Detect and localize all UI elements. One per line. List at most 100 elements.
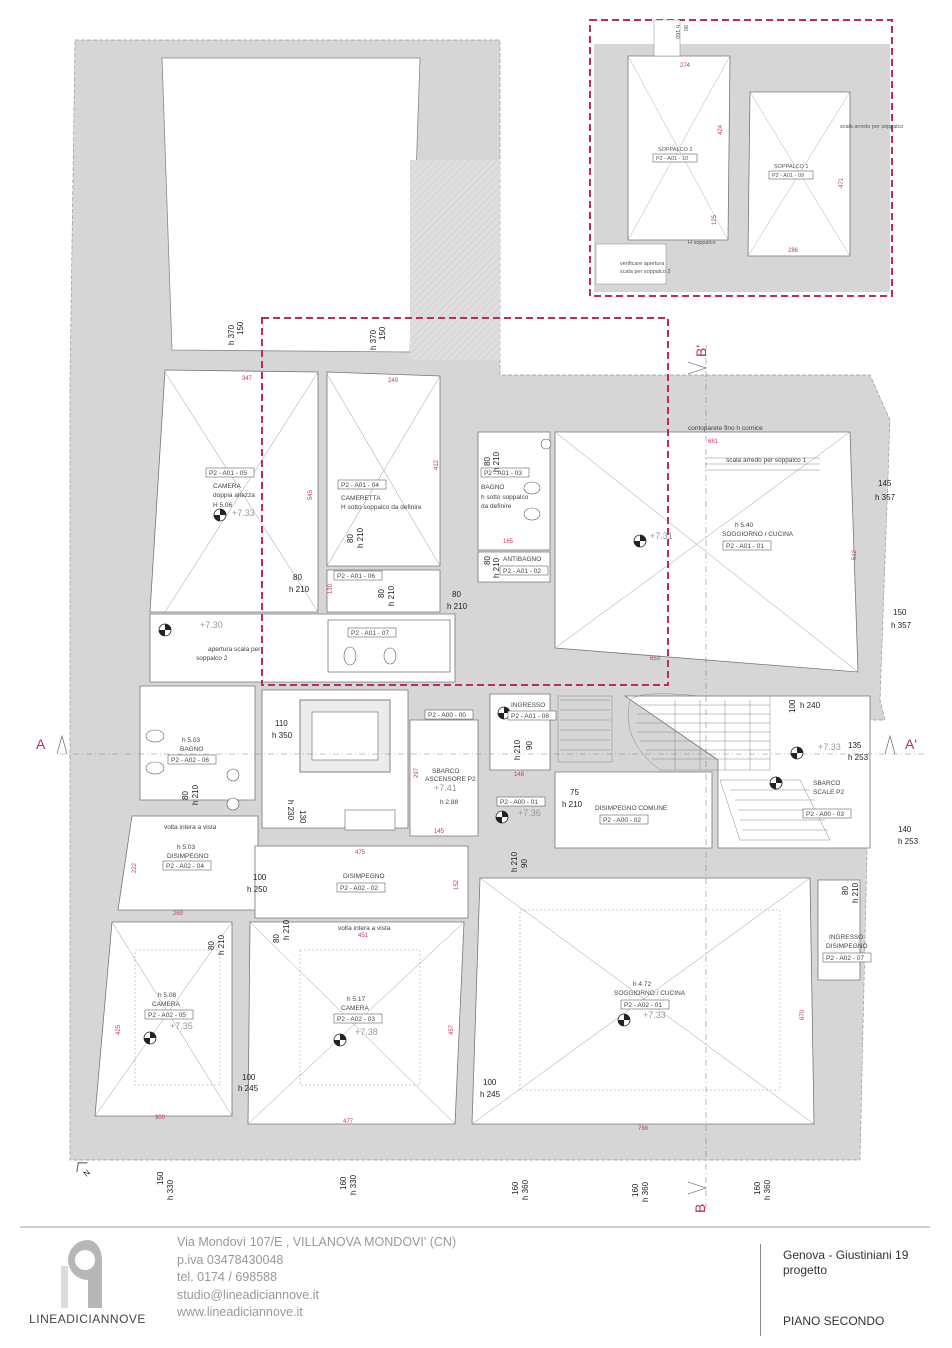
- svg-text:160: 160: [339, 1176, 348, 1190]
- svg-text:scala per soppalco 2: scala per soppalco 2: [620, 269, 670, 275]
- svg-text:contoparete fino h cornice: contoparete fino h cornice: [688, 425, 763, 432]
- svg-text:H soppalco: H soppalco: [688, 240, 716, 246]
- svg-text:150: 150: [378, 326, 387, 340]
- label-soggiorno-a01: h 5.40 SOGGIORNO / CUCINA P2 - A01 - 01 …: [650, 522, 794, 551]
- svg-text:P2 - A01 - 06: P2 - A01 - 06: [337, 573, 375, 580]
- svg-text:soppalco 2: soppalco 2: [196, 655, 228, 662]
- svg-text:100: 100: [242, 1073, 256, 1082]
- svg-text:P2 - A01 - 09: P2 - A01 - 09: [772, 173, 804, 179]
- svg-text:+7.38: +7.38: [355, 1027, 378, 1037]
- dim-145: 145: [434, 829, 445, 835]
- phone-text: tel. 0174 / 698588: [177, 1270, 278, 1284]
- section-b-marker: B: [692, 1204, 708, 1213]
- svg-text:P2 - A02 - 03: P2 - A02 - 03: [337, 1016, 375, 1023]
- svg-text:110: 110: [275, 719, 288, 728]
- svg-text:P2 - A02 - 01: P2 - A02 - 01: [624, 1002, 662, 1009]
- svg-text:DISIMPEGNO: DISIMPEGNO: [826, 943, 868, 950]
- svg-text:80: 80: [841, 886, 850, 895]
- svg-text:P2 - A01 - 02: P2 - A01 - 02: [503, 568, 541, 575]
- svg-text:P2 - A01 - 10: P2 - A01 - 10: [656, 156, 688, 162]
- svg-text:h 230: h 230: [286, 800, 295, 821]
- svg-text:h 240: h 240: [800, 701, 821, 710]
- label-disimpegno-a02-04: h 5.03 DISIMPEGNO P2 - A02 - 04: [162, 844, 212, 871]
- svg-text:ASCENSORE P2: ASCENSORE P2: [425, 776, 476, 783]
- dim-768: 768: [638, 1126, 649, 1132]
- section-markers: A A' B' B: [36, 345, 917, 1213]
- svg-text:P2 - A02 - 05: P2 - A02 - 05: [148, 1012, 186, 1019]
- svg-text:H 5.06: H 5.06: [213, 502, 233, 509]
- svg-text:80: 80: [181, 791, 190, 800]
- label-soppalco2: SOPPALCO 2 P2 - A01 - 10: [652, 147, 698, 163]
- label-ingresso-a01: INGRESSO P2 - A01 - 08: [507, 702, 557, 721]
- label-bagno-a02: h 5.03 BAGNO P2 - A02 - 06: [167, 737, 217, 765]
- svg-text:h 370: h 370: [369, 329, 378, 350]
- svg-text:P2 - A01 - 04: P2 - A01 - 04: [341, 482, 379, 489]
- svg-text:DISIMPEGNO COMUNE: DISIMPEGNO COMUNE: [595, 805, 668, 812]
- svg-text:CAMERA: CAMERA: [152, 1001, 180, 1008]
- svg-text:140: 140: [898, 825, 912, 834]
- dim-425: 425: [116, 1024, 122, 1035]
- svg-text:h 160: h 160: [674, 25, 680, 39]
- hatched-area: [410, 160, 500, 360]
- svg-text:h 210: h 210: [492, 557, 501, 578]
- svg-text:100: 100: [483, 1078, 497, 1087]
- svg-text:P2 - A02 - 04: P2 - A02 - 04: [166, 863, 204, 870]
- soppalco-inset: [594, 19, 890, 292]
- svg-text:ANTIBAGNO: ANTIBAGNO: [503, 556, 541, 563]
- dim-451: 451: [358, 933, 369, 939]
- dim-512: 512: [852, 549, 858, 560]
- notes: contoparete fino h cornice scala arredo …: [164, 124, 903, 932]
- label-a00-00: P2 - A00 - 00: [424, 709, 474, 720]
- vat-text: p.iva 03478430048: [177, 1252, 284, 1267]
- svg-text:da definire: da definire: [481, 503, 512, 510]
- svg-text:+7.33: +7.33: [643, 1010, 666, 1020]
- svg-text:145: 145: [878, 479, 892, 488]
- logo-icon: [20, 1238, 150, 1328]
- svg-text:80: 80: [293, 573, 302, 582]
- svg-text:80: 80: [272, 934, 281, 943]
- room-a01-06: [326, 569, 441, 613]
- dim-457: 457: [449, 1024, 455, 1035]
- footer-divider: [20, 1226, 930, 1228]
- dim-297: 297: [414, 767, 420, 778]
- svg-text:N: N: [82, 1168, 92, 1179]
- project-name: Genova - Giustiniani 19: [783, 1248, 909, 1262]
- svg-text:h 210: h 210: [217, 934, 226, 955]
- section-lines: [60, 345, 925, 1210]
- svg-text:80: 80: [483, 457, 492, 466]
- svg-text:h 357: h 357: [875, 493, 896, 502]
- svg-text:h 357: h 357: [891, 621, 912, 630]
- label-camera-a02-03: h 5.17 CAMERA P2 - A02 - 03 +7.38: [333, 996, 383, 1037]
- svg-text:+7.35: +7.35: [170, 1021, 193, 1031]
- dim-130: 130: [328, 583, 334, 594]
- svg-text:INGRESSO: INGRESSO: [511, 702, 545, 709]
- dim-412: 412: [434, 459, 440, 470]
- landing-elev: +7.30: [200, 620, 223, 630]
- dim-475: 475: [355, 850, 366, 856]
- svg-text:150: 150: [156, 1171, 165, 1185]
- svg-text:scala arredo per soppalco: scala arredo per soppalco: [840, 124, 903, 130]
- logo-text: LINEADICIANNOVE: [29, 1312, 146, 1326]
- svg-text:+7.36: +7.36: [518, 808, 541, 818]
- svg-text:h 210: h 210: [510, 851, 519, 872]
- svg-text:h 253: h 253: [848, 753, 869, 762]
- svg-text:BAGNO: BAGNO: [180, 746, 203, 753]
- svg-text:h 5.03: h 5.03: [182, 737, 200, 744]
- svg-text:+7.33: +7.33: [232, 508, 255, 518]
- website-link[interactable]: www.lineadiciannove.it: [177, 1305, 303, 1319]
- svg-text:SBARCO: SBARCO: [813, 780, 840, 787]
- label-disimpegno-comune: DISIMPEGNO COMUNE P2 - A00 - 02: [595, 805, 668, 825]
- svg-text:P2 - A01 - 07: P2 - A01 - 07: [351, 630, 389, 637]
- label-a00-01: P2 - A00 - 01 +7.36: [496, 796, 546, 818]
- dim-424: 424: [718, 124, 724, 135]
- svg-text:135: 135: [848, 741, 862, 750]
- email-link[interactable]: studio@lineadiciannove.it: [177, 1287, 319, 1302]
- dimension-labels: 347 249 681 545 412 165 130 653 512 475 …: [116, 63, 858, 1132]
- svg-text:P2 - A01 - 03: P2 - A01 - 03: [484, 470, 522, 477]
- dim-125: 125: [712, 214, 718, 225]
- elevation-markers: [143, 508, 804, 1047]
- svg-text:DISIMPEGNO: DISIMPEGNO: [343, 873, 385, 880]
- svg-text:130: 130: [298, 810, 307, 824]
- svg-text:h 5.40: h 5.40: [735, 522, 753, 529]
- svg-text:apertura scala per: apertura scala per: [208, 646, 261, 653]
